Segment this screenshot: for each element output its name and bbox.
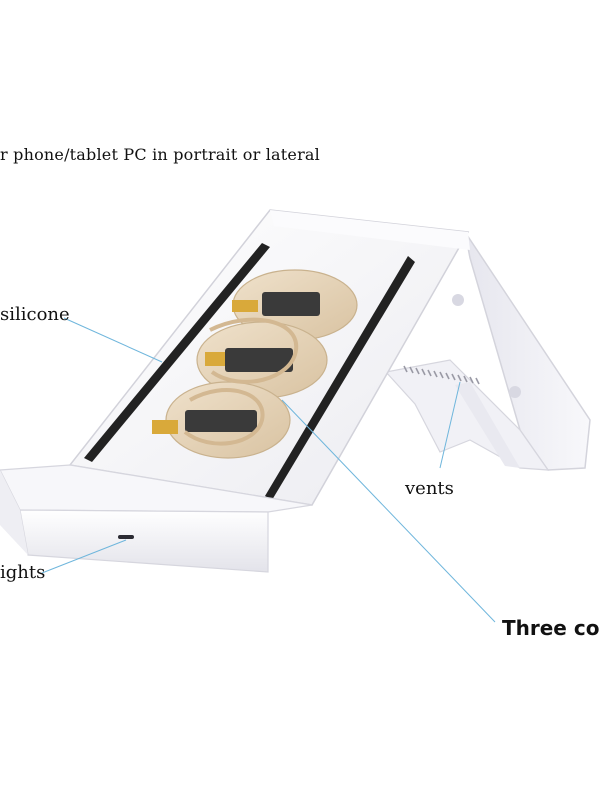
lights-label: ights [0,562,46,583]
leader-line-silicone [63,317,163,363]
indicator-light [118,535,134,539]
caption-text: r phone/tablet PC in portrait or lateral [0,145,320,164]
coils [152,269,358,459]
silicone-label: silicone [0,304,70,325]
silicone-strip-right [265,256,415,500]
leader-lines [41,317,496,623]
rear-support [384,231,591,471]
leader-line-coils [281,399,496,623]
vents [403,365,480,385]
coils-label: Three co [502,616,600,640]
vents-label: vents [405,478,454,499]
silicone-strip-left [84,243,270,462]
base-tray [0,464,313,573]
leader-line-lights [41,539,127,574]
leader-line-vents [439,381,461,469]
